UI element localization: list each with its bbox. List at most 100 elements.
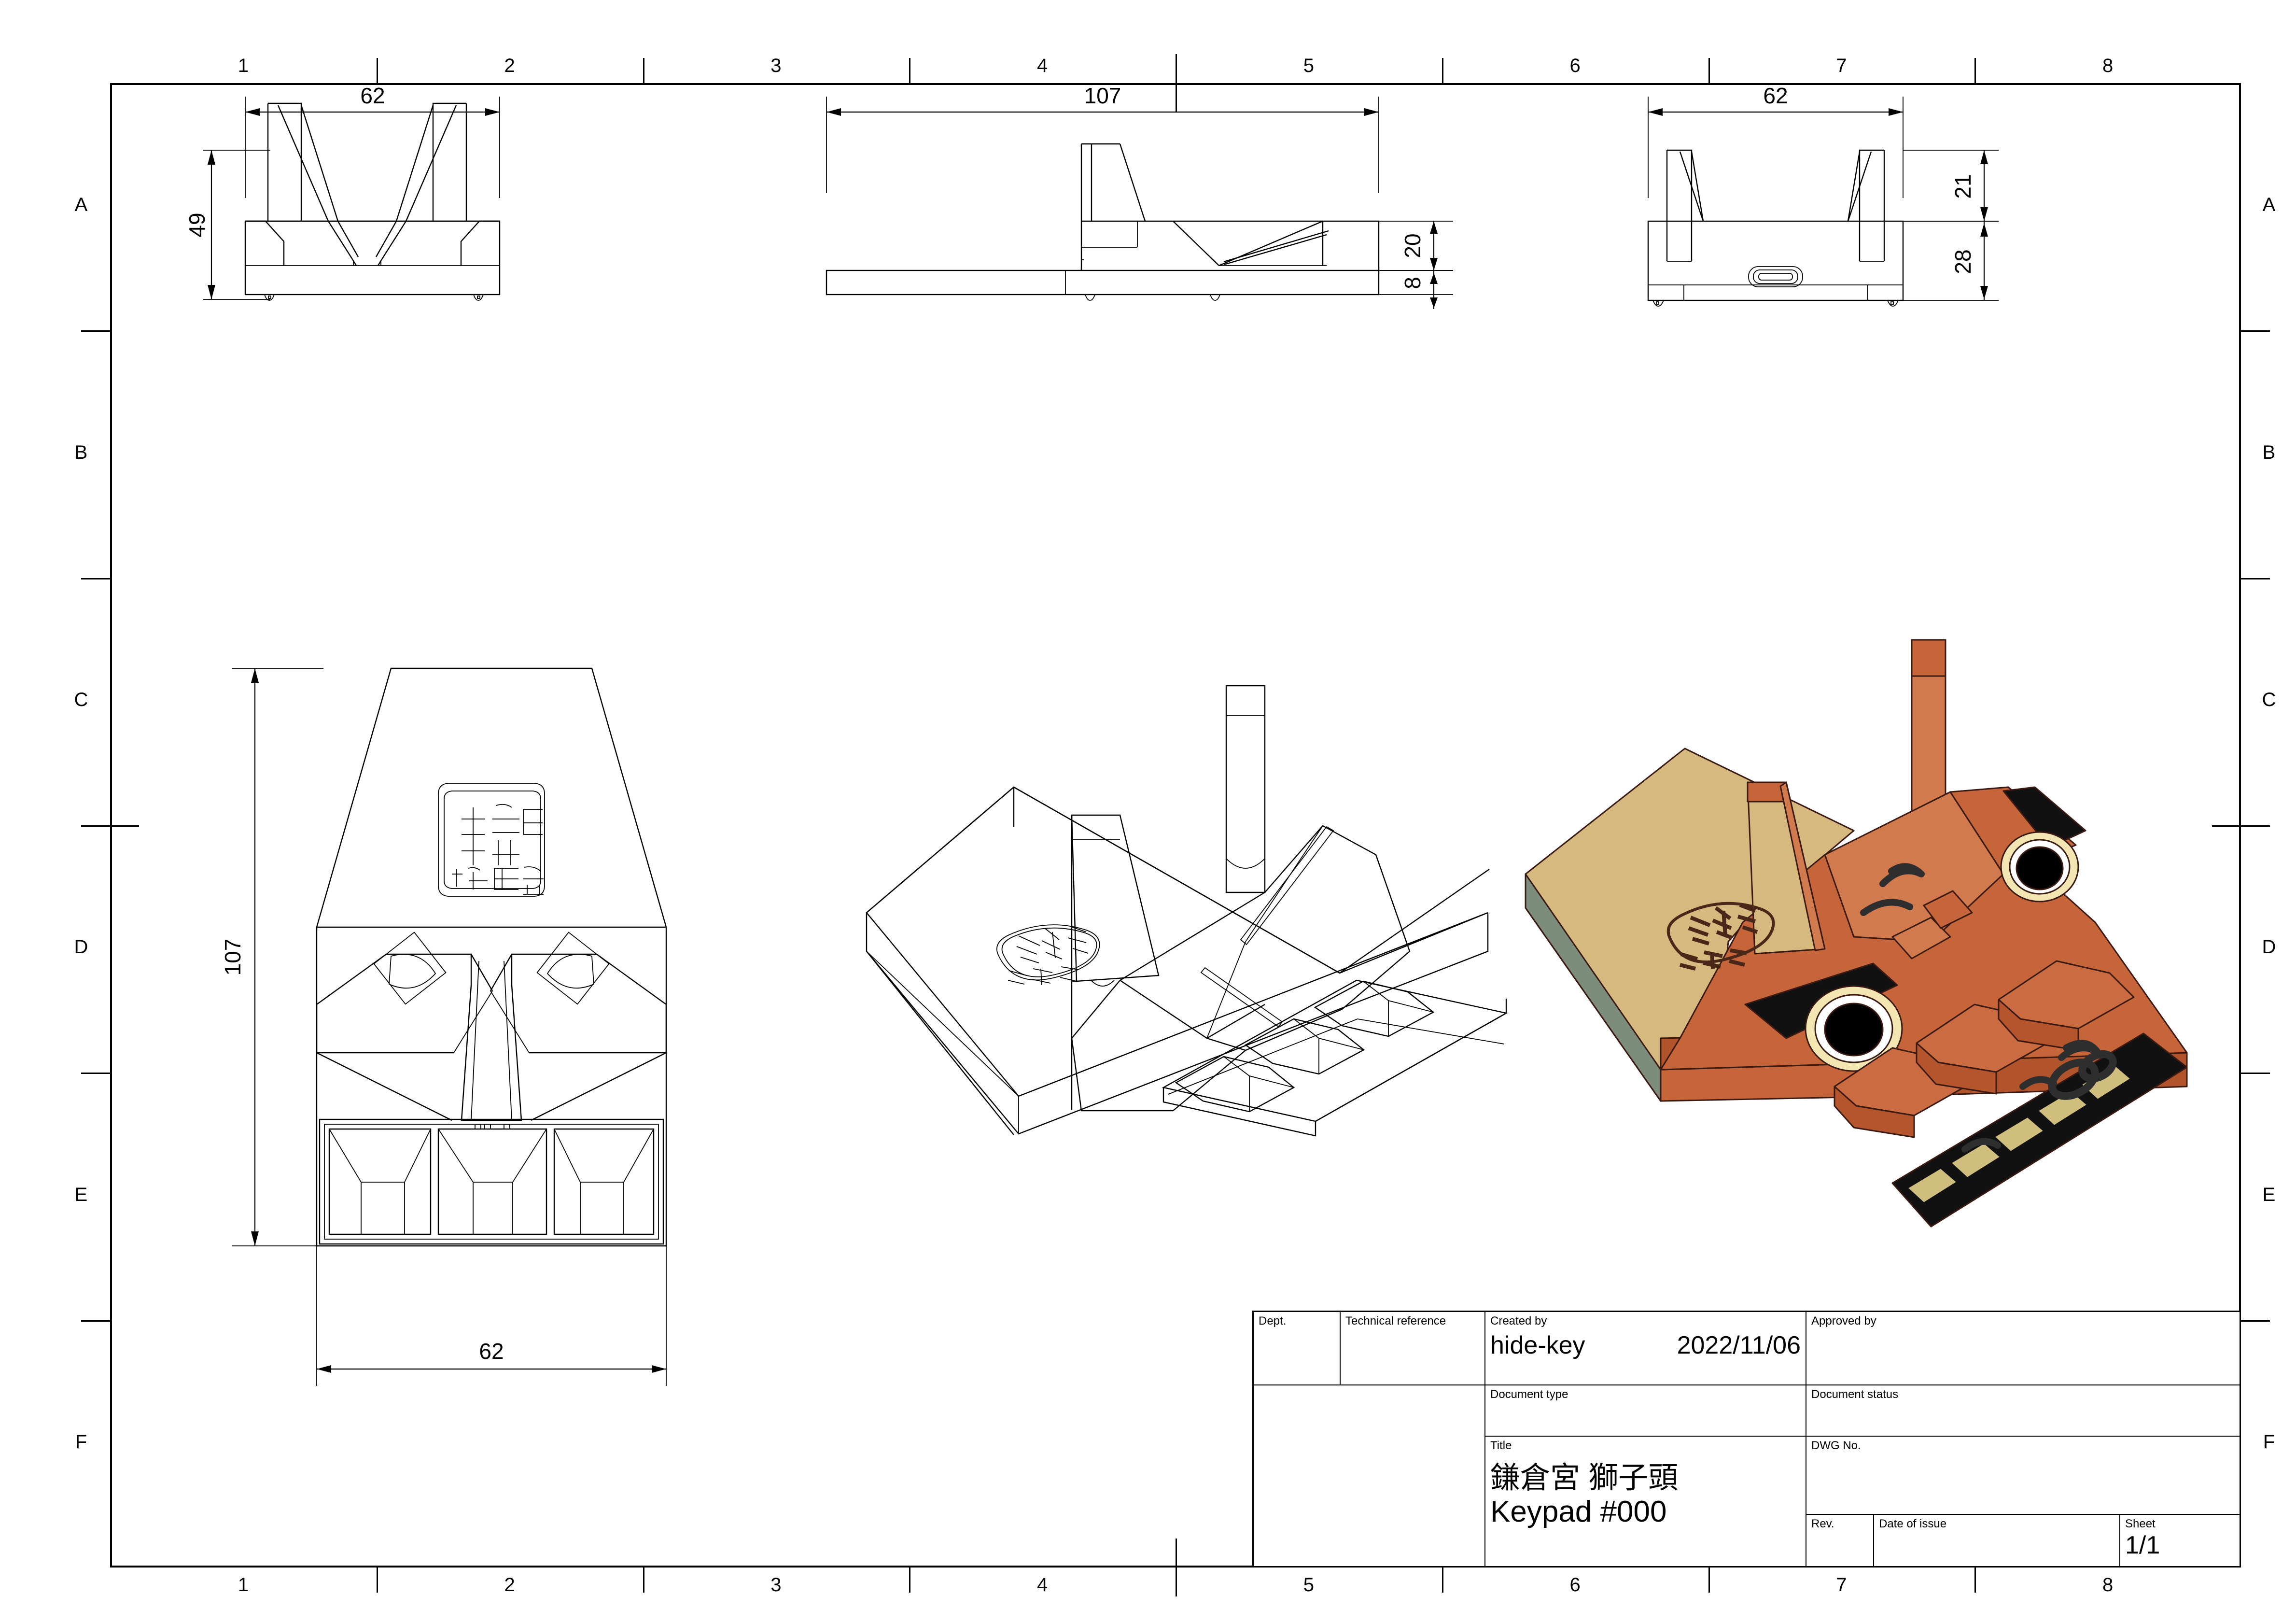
column-tick <box>376 1568 378 1593</box>
title-caption: Title <box>1490 1439 1512 1452</box>
view-isometric-wireframe <box>782 613 1508 1137</box>
rear-elevation-geometry <box>1647 149 1904 307</box>
column-label-6: 6 <box>1569 1574 1581 1596</box>
title-block-left-blank <box>1254 1385 1485 1566</box>
dimension-107-side: 107 <box>826 83 1379 193</box>
sheet-caption: Sheet <box>2125 1517 2156 1530</box>
column-label-7: 7 <box>1836 1574 1847 1596</box>
column-tick <box>909 58 911 83</box>
title-line-1: 鎌倉宮 獅子頭 <box>1490 1461 1679 1495</box>
title-block-technical-reference: Technical reference <box>1341 1312 1485 1385</box>
dim-label-62-front: 62 <box>360 83 385 108</box>
title-block-sheet: Sheet 1/1 <box>2120 1515 2240 1566</box>
title-block-date-of-issue: Date of issue <box>1874 1515 2120 1566</box>
centre-mark-tick <box>2212 825 2270 827</box>
front-elevation-geometry <box>244 102 501 301</box>
column-tick <box>1974 1568 1976 1593</box>
created-by-name: hide-key <box>1490 1331 1585 1360</box>
column-label-7: 7 <box>1836 55 1847 76</box>
dim-label-62-plan: 62 <box>479 1339 504 1364</box>
row-label-E: E <box>74 1184 88 1205</box>
row-label-B: B <box>2262 441 2276 463</box>
dimension-62-front: 62 <box>245 83 500 198</box>
title-block-dept: Dept. <box>1254 1312 1341 1385</box>
column-tick <box>643 58 644 83</box>
column-label-1: 1 <box>238 55 249 76</box>
dimension-21-rear: 21 <box>1903 150 1999 222</box>
column-label-5: 5 <box>1303 55 1314 76</box>
title-block-document-status: Document status <box>1806 1385 2240 1437</box>
view-isometric-render <box>1516 604 2201 1228</box>
row-label-F: F <box>2263 1431 2275 1453</box>
column-label-3: 3 <box>770 55 782 76</box>
column-tick <box>1708 58 1710 83</box>
view-top-plan: 107 62 <box>183 628 724 1410</box>
shrine-seal-stamp <box>438 783 545 897</box>
column-tick <box>643 1568 644 1593</box>
dim-label-8-side: 8 <box>1400 277 1425 289</box>
view-rear-elevation: 62 21 28 <box>1612 82 2182 478</box>
dimension-49-front: 49 <box>184 150 270 300</box>
row-label-B: B <box>74 441 88 463</box>
title-block-approved-by: Approved by <box>1806 1312 2240 1385</box>
dimension-20-side: 20 <box>1379 221 1453 271</box>
left-eye-socket <box>373 932 447 1005</box>
row-tick <box>2241 1320 2270 1322</box>
isometric-wireframe-geometry <box>866 685 1508 1137</box>
approved-by-caption: Approved by <box>1811 1314 1876 1327</box>
title-block-dwg-no: DWG No. <box>1806 1437 2240 1515</box>
row-label-C: C <box>2262 689 2276 710</box>
column-label-3: 3 <box>770 1574 782 1596</box>
dim-label-20-side: 20 <box>1400 233 1425 258</box>
dwg-no-caption: DWG No. <box>1811 1439 1861 1452</box>
top-plan-geometry <box>316 667 667 1247</box>
row-tick <box>2241 578 2270 579</box>
right-eye-socket <box>536 932 610 1005</box>
shrine-seal-render <box>1666 902 1775 971</box>
column-label-8: 8 <box>2102 1574 2114 1596</box>
title-block-document-type: Document type <box>1485 1385 1806 1437</box>
usb-c-port-icon <box>1748 266 1803 287</box>
row-label-C: C <box>74 689 88 710</box>
title-block-created-by: Created by hide-key 2022/11/06 <box>1485 1312 1806 1385</box>
dim-label-107-side: 107 <box>1084 83 1121 108</box>
drawing-frame <box>110 83 2241 1568</box>
centre-mark-tick <box>1176 1539 1177 1596</box>
row-label-D: D <box>2262 936 2276 958</box>
row-tick <box>2241 330 2270 332</box>
created-by-caption: Created by <box>1490 1314 1547 1327</box>
row-tick <box>81 330 110 332</box>
dim-label-107-plan: 107 <box>220 939 245 976</box>
technical-reference-caption: Technical reference <box>1345 1314 1446 1327</box>
row-tick <box>81 578 110 579</box>
column-label-4: 4 <box>1037 1574 1048 1596</box>
view-side-elevation: 107 20 8 <box>811 82 1526 478</box>
column-tick <box>1442 58 1443 83</box>
title-block: Dept. Technical reference Created by hid… <box>1252 1311 2241 1568</box>
column-tick <box>909 1568 911 1593</box>
row-label-F: F <box>75 1431 87 1453</box>
left-eye-icon <box>1805 985 1903 1072</box>
title-block-title: Title 鎌倉宮 獅子頭 Keypad #000 <box>1485 1437 1806 1566</box>
row-label-E: E <box>2262 1184 2276 1205</box>
row-tick <box>81 1073 110 1074</box>
dimension-62-plan: 62 <box>316 1246 667 1386</box>
teeth-icon <box>1906 1063 2132 1204</box>
dimension-8-side: 8 <box>1379 270 1453 309</box>
view-front-elevation: 62 49 <box>183 82 724 478</box>
dim-label-49-front: 49 <box>184 212 210 237</box>
column-label-5: 5 <box>1303 1574 1314 1596</box>
dimension-28-rear: 28 <box>1903 221 1999 301</box>
dim-label-28-rear: 28 <box>1950 249 1975 274</box>
column-tick <box>376 58 378 83</box>
column-label-6: 6 <box>1569 55 1581 76</box>
row-label-D: D <box>74 936 88 958</box>
column-label-8: 8 <box>2102 55 2114 76</box>
column-label-2: 2 <box>504 1574 515 1596</box>
isometric-render-geometry <box>1525 639 2188 1228</box>
dept-caption: Dept. <box>1259 1314 1287 1327</box>
wireframe-seal <box>996 924 1100 986</box>
document-type-caption: Document type <box>1490 1388 1568 1401</box>
dim-label-21-rear: 21 <box>1950 174 1975 198</box>
